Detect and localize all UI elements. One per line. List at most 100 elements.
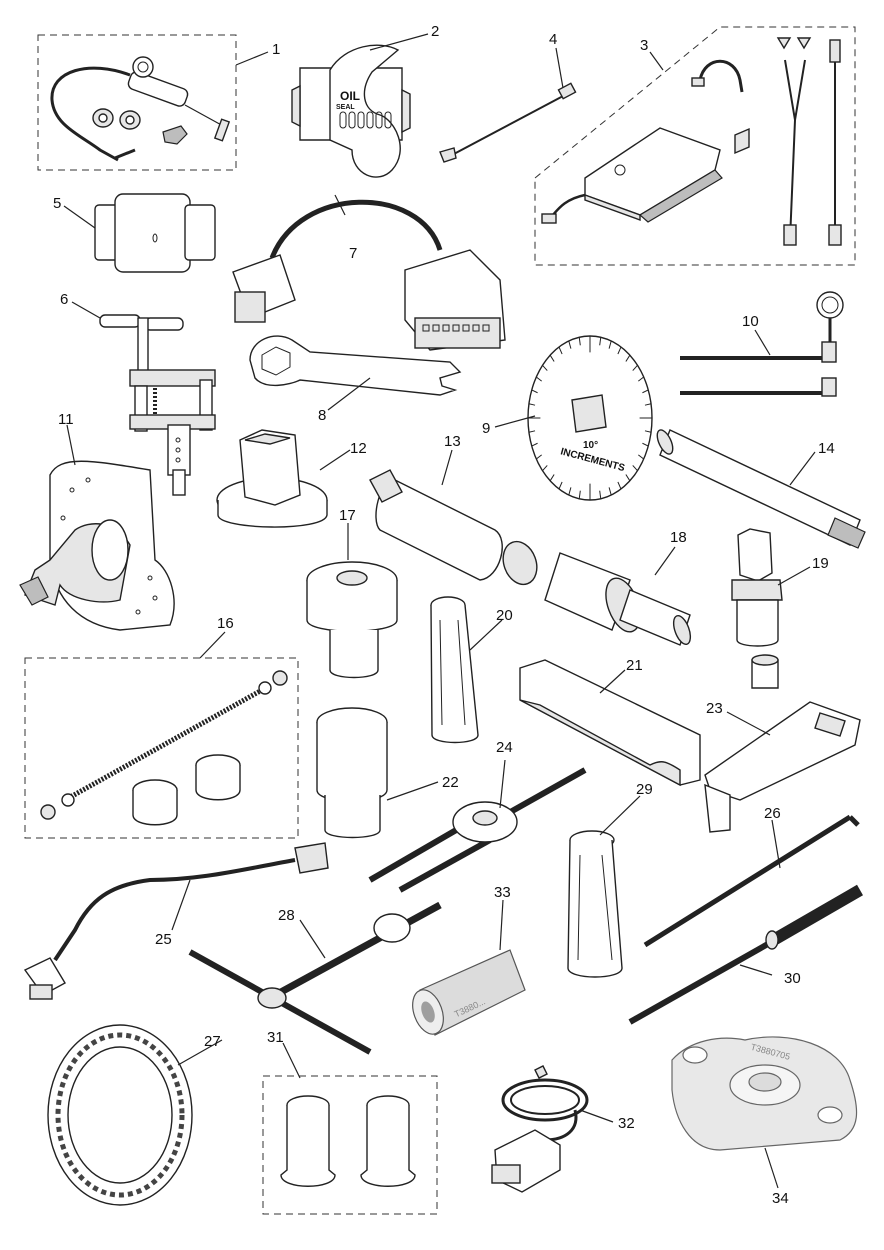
degree-wheel-tick (599, 337, 602, 346)
degree-wheel-tick (617, 481, 622, 490)
part-10-gauge-hoses (680, 291, 844, 397)
callout-numbers: 1 2 4 3 5 6 7 8 9 10 11 12 13 14 17 16 1… (53, 23, 835, 1207)
degree-wheel-tick (632, 364, 638, 371)
degree-wheel-tick (608, 487, 612, 496)
callout-28: 28 (278, 907, 295, 924)
part-28-t-handle (188, 901, 442, 1055)
part-34-cover-plate: T3880705 (671, 1036, 858, 1151)
callout-29: 29 (636, 781, 653, 798)
callout-18: 18 (670, 529, 687, 546)
degree-wheel-tick (644, 403, 652, 406)
group-box-16 (24, 657, 299, 839)
part-27-toothed-ring (47, 1024, 193, 1206)
degree-wheel-tick (549, 354, 555, 362)
oil-seal-text-1: OIL (340, 89, 360, 103)
callout-34: 34 (772, 1190, 789, 1207)
callout-5: 5 (53, 195, 61, 212)
callout-9: 9 (482, 420, 490, 437)
degree-wheel-tick (617, 346, 622, 355)
part-33-tube: T3880... (412, 949, 526, 1036)
degree-wheel-tick (549, 474, 555, 482)
callout-32: 32 (618, 1115, 635, 1132)
part-20-cage (430, 596, 479, 744)
callout-6: 6 (60, 291, 68, 308)
callout-3-4: 4 (549, 31, 557, 48)
callout-8: 8 (318, 407, 326, 424)
degree-wheel-tick (638, 454, 644, 460)
callout-20: 20 (496, 607, 513, 624)
degree-wheel-tick (599, 490, 602, 499)
degree-wheel-tick (528, 403, 536, 406)
degree-wheel-tick (528, 430, 536, 433)
part-31-bushes (280, 1095, 416, 1187)
degree-wheel-tick (542, 465, 548, 472)
part-12-socket (216, 429, 328, 528)
part-7-diagnostic-adapter (232, 199, 506, 351)
part-2-oil-seal-tool: OIL SEAL (291, 44, 411, 178)
degree-wheel-tick (638, 376, 644, 382)
part-22-sleeve (316, 707, 388, 839)
degree-wheel-tick (568, 340, 572, 349)
degree-wheel-tick (536, 376, 542, 382)
callout-23: 23 (706, 700, 723, 717)
part-19-sensor (731, 528, 783, 689)
degree-wheel-tick (608, 340, 612, 349)
degree-wheel-tick (625, 474, 631, 482)
callout-22: 22 (442, 774, 459, 791)
degree-wheel-text-1: 10° (583, 440, 598, 451)
degree-wheel-tick (632, 465, 638, 472)
callout-31: 31 (267, 1029, 284, 1046)
part-25-harness (23, 842, 329, 1000)
part-3-charger-set (541, 37, 842, 246)
part-4-lead (439, 82, 577, 163)
group-box-31 (262, 1075, 438, 1215)
part-14-rod (656, 429, 866, 549)
part-18-adapter (544, 552, 692, 646)
callout-21: 21 (626, 657, 643, 674)
callout-30: 30 (784, 970, 801, 987)
degree-wheel-tick (578, 337, 581, 346)
part-11-plate-tool (19, 460, 175, 631)
degree-wheel-tick (625, 354, 631, 362)
group-box-3 (534, 26, 856, 266)
degree-wheel-tick (642, 389, 649, 394)
callout-17: 17 (339, 507, 356, 524)
degree-wheel-tick (644, 430, 652, 433)
part-5-sleeve (94, 193, 216, 273)
callout-10: 10 (742, 313, 759, 330)
part-8-wrench (249, 335, 462, 396)
oil-seal-text-2: SEAL (336, 104, 355, 111)
part-23-spanner (704, 701, 861, 833)
callout-19: 19 (812, 555, 829, 572)
part-29-cage (567, 830, 623, 978)
part-30-pin (628, 884, 864, 1025)
degree-wheel-tick (578, 490, 581, 499)
callout-25: 25 (155, 931, 172, 948)
leader-lines (63, 33, 816, 1189)
part-17-sleeve (306, 561, 398, 679)
degree-wheel-tick (568, 487, 572, 496)
part-1-pressure-kit (50, 56, 231, 162)
group-box-1 (37, 34, 237, 171)
callout-13: 13 (444, 433, 461, 450)
callout-16: 16 (217, 615, 234, 632)
callout-24: 24 (496, 739, 513, 756)
part-32-obd-cable (491, 1065, 589, 1193)
callout-2: 2 (431, 23, 439, 40)
degree-wheel-tick (531, 389, 538, 394)
part-21-bar (519, 659, 701, 787)
part-6-press-tool (99, 314, 216, 496)
degree-wheel-tick (558, 346, 563, 355)
part-26-l-bar (643, 814, 860, 948)
callout-1: 1 (272, 41, 280, 58)
callout-26: 26 (764, 805, 781, 822)
callout-7: 7 (349, 245, 357, 262)
degree-wheel-tick (531, 442, 538, 447)
callout-14: 14 (818, 440, 835, 457)
callout-12: 12 (350, 440, 367, 457)
callout-27: 27 (204, 1033, 221, 1050)
part-13-adapter (369, 469, 538, 586)
callout-33: 33 (494, 884, 511, 901)
